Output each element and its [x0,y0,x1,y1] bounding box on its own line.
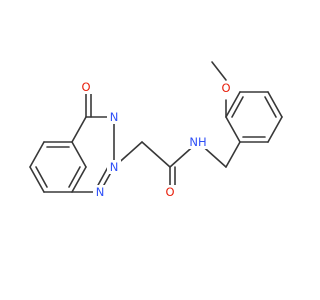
bond-n2-n1-inner [96,166,109,188]
bond-aryl-4 [267,91,283,118]
bond-benzo-6 [29,166,45,193]
molecule-structure-diagram: O N N N O NH O [29,61,283,199]
bond-aryl-5 [267,116,283,143]
bond-benzo-3 [71,141,87,168]
bond-benzo-4-inner [68,166,81,188]
bond-benzo-1 [29,141,45,168]
bond-aryl-2 [225,91,241,118]
bond-o-ch3 [211,61,227,81]
methoxy-oxygen-label: O [221,81,230,95]
triazine-n1-label: N [96,185,105,199]
bond-aryl-4-inner [264,96,277,118]
atom-label-layer: O N N N O NH O [79,80,233,199]
amide-nh-label: NH [189,135,206,149]
bond-benzo-6-inner [35,166,48,188]
bond-benzylch2-ring [225,141,241,168]
bond-aryl-2-inner [231,96,244,118]
bond-benzo-4 [71,166,87,193]
triazinone-n3-label: N [110,110,119,124]
amide-oxygen-label: O [165,185,174,199]
carbonyl-oxygen-label: O [81,80,90,94]
bond-c4a-c4 [71,116,87,143]
bond-aryl-1 [225,116,241,143]
bond-layer [29,61,283,193]
bond-ch2-camide [141,141,171,168]
triazine-n2-label: N [110,160,119,174]
